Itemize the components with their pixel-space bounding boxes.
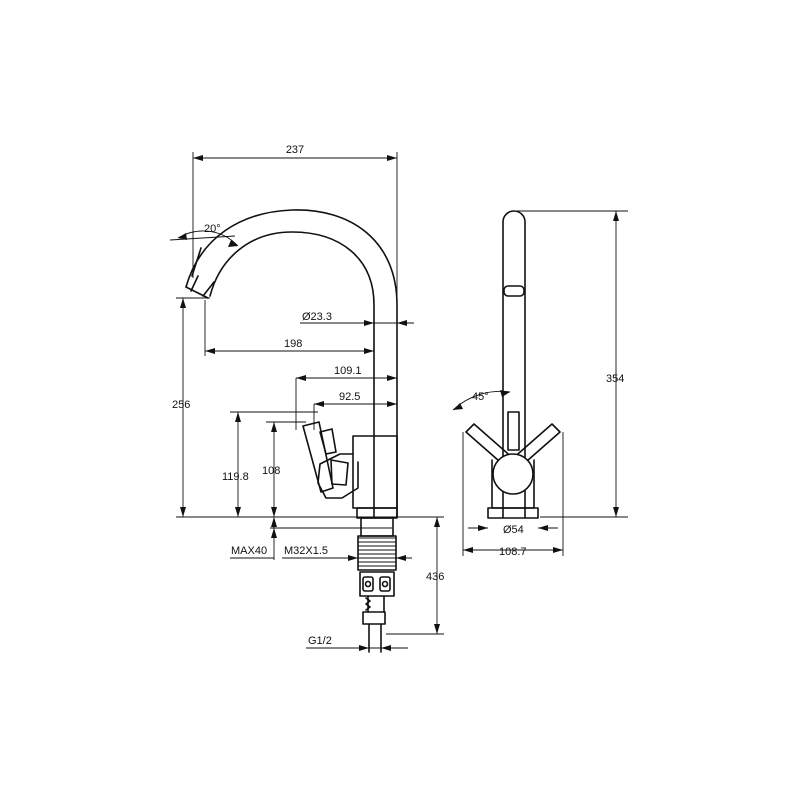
- dim-92-label: 92.5: [339, 391, 360, 403]
- dim-198-label: 198: [284, 338, 302, 350]
- dim-dia-23-label: Ø23.3: [302, 311, 332, 323]
- supply-hoses: [362, 595, 386, 653]
- shank-thread: [357, 535, 397, 571]
- dim-256: 256: [172, 297, 210, 517]
- spout-tip: [185, 275, 215, 299]
- dim-angle-45: 45°: [452, 390, 511, 411]
- handle-detail: [330, 459, 349, 486]
- dim-108: 108: [262, 421, 306, 517]
- dim-g12-label: G1/2: [308, 635, 332, 647]
- shank-top: [360, 517, 394, 537]
- dim-119: 119.8: [222, 411, 318, 517]
- handle-lever: [302, 421, 334, 493]
- dim-354-label: 354: [606, 373, 624, 385]
- dim-dia-54: Ø54: [468, 524, 558, 536]
- handle-cap: [319, 428, 337, 455]
- side-aerator: [503, 285, 525, 297]
- dim-436-label: 436: [426, 571, 444, 583]
- side-hub: [492, 453, 534, 495]
- dim-max40: MAX40: [230, 517, 392, 560]
- dim-109: 109.1: [295, 365, 397, 430]
- dim-g12: G1/2: [306, 635, 408, 651]
- dim-198: 198: [204, 300, 374, 356]
- hex-nut: [359, 571, 395, 597]
- dim-256-label: 256: [172, 399, 190, 411]
- dim-108-7: 108.7: [462, 432, 564, 558]
- dim-92: 92.5: [313, 391, 397, 430]
- dim-dia-23: Ø23.3: [300, 311, 414, 326]
- dim-108-label: 108: [262, 465, 280, 477]
- dim-angle-45-label: 45°: [472, 391, 489, 403]
- dim-angle-20-label: 20°: [204, 223, 221, 235]
- base-ring: [356, 507, 398, 519]
- dim-m32-label: M32X1.5: [284, 545, 328, 557]
- dim-109-label: 109.1: [334, 365, 362, 377]
- side-base: [487, 507, 539, 519]
- dim-108-7-label: 108.7: [499, 546, 527, 558]
- nut-holes: [362, 576, 391, 592]
- body-column: [352, 435, 398, 509]
- dim-119-label: 119.8: [222, 471, 249, 483]
- spout-outer: [185, 209, 398, 518]
- dim-354: 354: [514, 210, 628, 518]
- dim-m32: M32X1.5: [282, 545, 412, 561]
- dim-max40-label: MAX40: [231, 545, 267, 557]
- dim-436: 436: [386, 517, 444, 635]
- handle-hub: [317, 453, 359, 499]
- side-view: 45° 354 Ø54 108.7: [452, 210, 628, 558]
- aerator: [191, 247, 202, 277]
- dim-237: 237: [192, 144, 398, 300]
- dim-dia-54-label: Ø54: [503, 524, 524, 536]
- dim-237-label: 237: [286, 144, 304, 156]
- dim-angle-20: 20°: [169, 223, 239, 247]
- front-view: 237 20° Ø23.3 198: [169, 144, 444, 653]
- spout-inner: [209, 231, 375, 518]
- side-lever-stem: [507, 411, 520, 451]
